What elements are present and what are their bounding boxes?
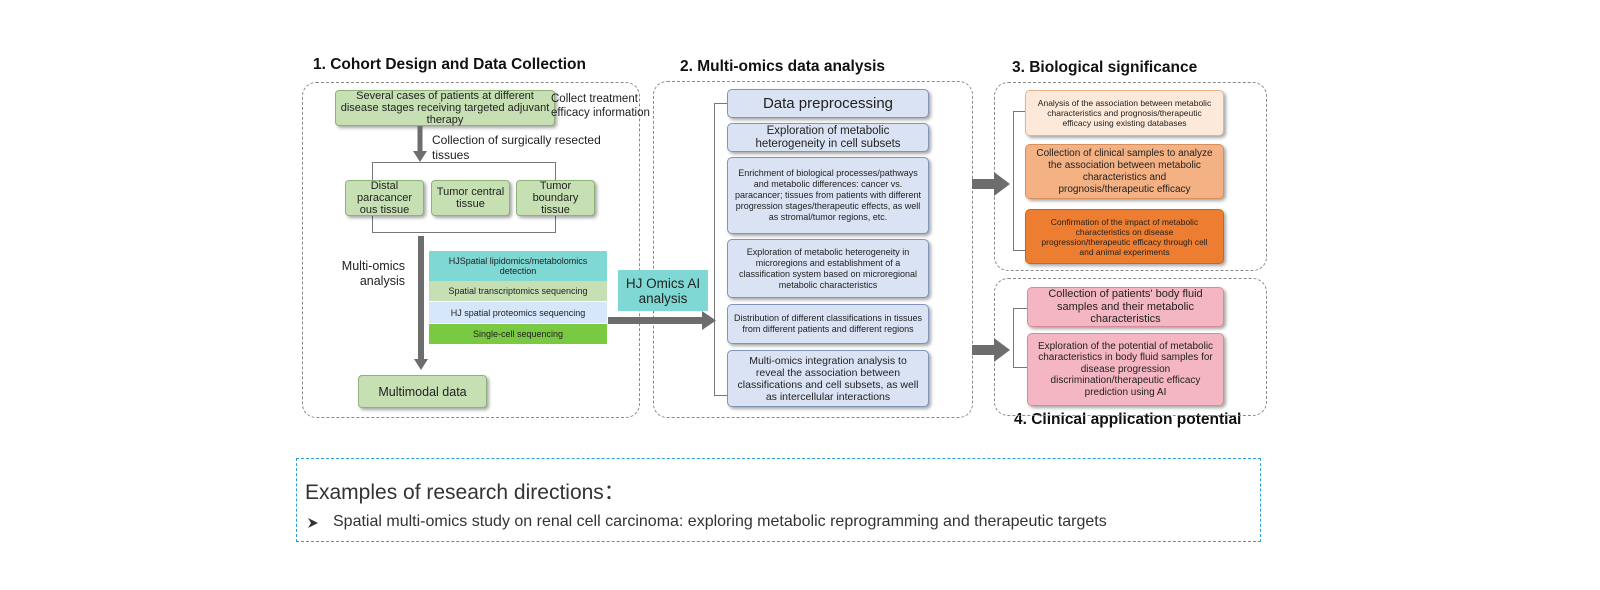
example-item: Spatial multi-omics study on renal cell …: [333, 513, 1107, 530]
section-title-biological: 3. Biological significance: [1012, 59, 1198, 76]
examples-panel: [296, 458, 1261, 542]
analysis-distribution: Distribution of different classification…: [727, 304, 929, 344]
right-arrow-icon: [972, 172, 1010, 196]
collect-treatment-label: Collect treatment efficacy information: [551, 93, 650, 119]
biological-databases: Analysis of the association between meta…: [1025, 90, 1224, 136]
right-arrow-icon: [972, 338, 1010, 362]
right-arrow-icon: [608, 311, 716, 330]
method-single-cell: Single-cell sequencing: [429, 324, 607, 344]
collection-tissues-label: Collection of surgically resected tissue…: [432, 133, 601, 162]
biological-experiments: Confirmation of the impact of metabolic …: [1025, 209, 1224, 264]
patients-box: Several cases of patients at different d…: [335, 90, 555, 126]
biological-bracket: [1013, 111, 1027, 251]
clinical-bracket: [1013, 308, 1027, 368]
multiomics-label: Multi-omics analysis: [341, 259, 405, 288]
tree-line-top: [372, 162, 556, 164]
section-title-cohort: 1. Cohort Design and Data Collection: [313, 56, 586, 73]
analysis-integration: Multi-omics integration analysis to reve…: [727, 350, 929, 407]
tree-line: [555, 216, 557, 233]
ai-analysis-box: HJ Omics AI analysis: [618, 270, 708, 311]
method-spatial-transcriptomics: Spatial transcriptomics sequencing: [429, 281, 607, 301]
tissue-box-distal: Distal paracancer ous tissue: [345, 180, 424, 216]
method-spatial-lipidomics: HJSpatial lipidomics/metabolomics detect…: [429, 251, 607, 281]
analysis-cell-subsets: Exploration of metabolic heterogeneity i…: [727, 123, 929, 152]
down-arrow-icon: [413, 126, 427, 162]
down-arrow-icon: [414, 236, 428, 370]
cohort-panel: [302, 82, 640, 418]
method-spatial-proteomics: HJ spatial proteomics sequencing: [429, 302, 607, 323]
tree-line-bottom: [372, 232, 556, 234]
analysis-microregions: Exploration of metabolic heterogeneity i…: [727, 239, 929, 298]
tissue-box-boundary: Tumor boundary tissue: [516, 180, 595, 216]
analysis-enrichment: Enrichment of biological processes/pathw…: [727, 157, 929, 234]
examples-heading: Examples of research directions：: [305, 481, 625, 504]
clinical-ai-prediction: Exploration of the potential of metaboli…: [1027, 333, 1224, 406]
multimodal-data-box: Multimodal data: [358, 375, 487, 408]
clinical-body-fluid: Collection of patients' body fluid sampl…: [1027, 287, 1224, 327]
analysis-panel: [653, 81, 973, 418]
tree-line: [372, 162, 374, 180]
section-title-analysis: 2. Multi-omics data analysis: [680, 58, 886, 75]
tree-line: [372, 216, 374, 233]
analysis-data-preprocessing: Data preprocessing: [727, 89, 929, 118]
analysis-bracket: [714, 103, 728, 396]
tree-line: [555, 162, 557, 180]
biological-clinical-samples: Collection of clinical samples to analyz…: [1025, 144, 1224, 199]
tissue-box-central: Tumor central tissue: [431, 180, 510, 216]
arrowhead-bullet-icon: [308, 518, 318, 528]
